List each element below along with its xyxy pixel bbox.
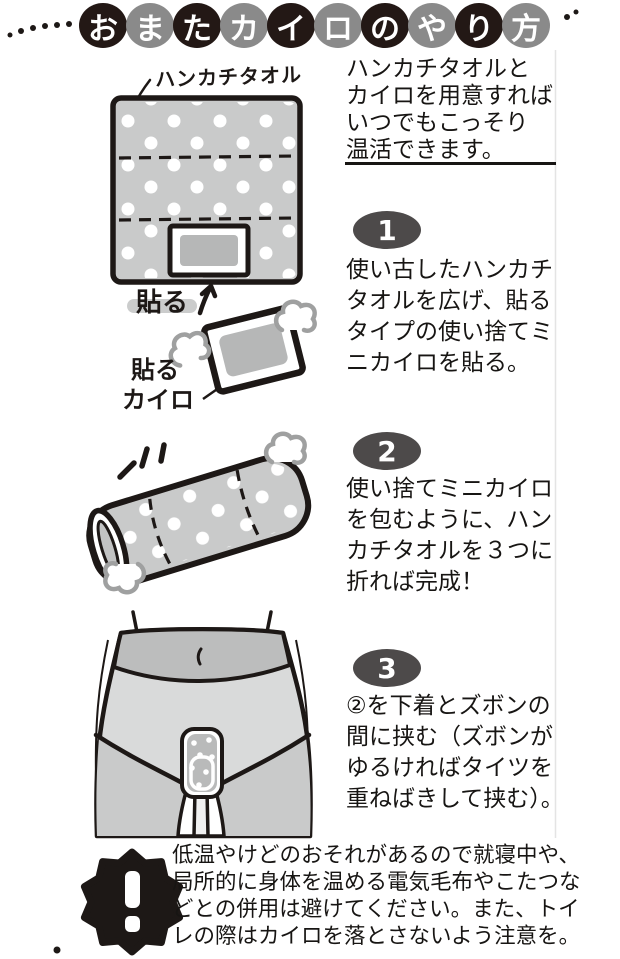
warning-text-line: 低温やけどのおそれがあるので就寝中や、 — [172, 843, 580, 868]
step-2-text: 使い捨てミニカイロ を包むように、ハン カチタオルを３つに 折れば完成！ — [346, 474, 553, 598]
title-char: イ — [267, 3, 315, 48]
title-char: 方 — [502, 3, 550, 48]
step-text-line: 間に挟む（ズボンが — [346, 724, 553, 750]
step-text-line: を包むように、ハン — [346, 507, 553, 533]
step-text-line: 使い古したハンカチ — [346, 257, 553, 283]
stick-label: 貼る — [136, 288, 189, 318]
up-arrow-icon — [197, 283, 218, 316]
steam-puff-icon — [105, 563, 144, 592]
warning-text-line: どとの併用は避けてください。また、トイ — [172, 897, 580, 922]
stick-label-highlight — [127, 299, 197, 313]
intro-line: ハンカチタオルと — [346, 56, 530, 82]
step-text-line: 重ねばきして挟む）。 — [346, 786, 564, 812]
intro-text: ハンカチタオルと カイロを用意すれば いつでもこっそり 温活できます。 — [346, 56, 553, 164]
intro-line: いつでもこっそり — [346, 110, 529, 136]
title-char: お — [79, 3, 127, 48]
steam-puff-icon — [266, 434, 305, 463]
warning-text-line: 局所的に身体を温める電気毛布やこたつな — [172, 870, 581, 895]
step-1-badge: 1 — [353, 211, 421, 249]
step-text-line: ゆるければタイツを — [346, 755, 553, 781]
step-text-line: ②を下着とズボンの — [346, 693, 551, 719]
title-char: カ — [220, 3, 268, 48]
step-text-line: タオルを広げ、貼る — [346, 288, 552, 314]
title-char: や — [408, 3, 456, 48]
exclamation-burst-icon — [80, 848, 184, 956]
intro-line: カイロを用意すれば — [346, 83, 553, 109]
title-char: の — [361, 3, 409, 48]
title-char: ロ — [314, 3, 362, 48]
steam-puff-icon — [276, 302, 315, 331]
warning-text-line: レの際はカイロを落とさないよう注意を。 — [172, 924, 581, 949]
title-char: ま — [126, 3, 174, 48]
warning-text: 低温やけどのおそれがあるので就寝中や、 局所的に身体を温める電気毛布やこたつな … — [172, 842, 581, 950]
handkerchief-towel-illustration — [110, 78, 303, 285]
intro-underline — [345, 162, 556, 165]
step-text-line: 折れば完成！ — [346, 569, 484, 595]
emphasis-marks — [117, 442, 167, 480]
title-dotted-line — [7, 9, 579, 954]
step-text-line: ニカイロを貼る。 — [346, 350, 530, 376]
stick-kairo-label-line1: 貼る — [131, 356, 179, 384]
step-3-badge: 3 — [353, 649, 421, 687]
step-3-text: ②を下着とズボンの 間に挟む（ズボンが ゆるければタイツを 重ねばきして挟む）。 — [346, 691, 564, 815]
step-1-text: 使い古したハンカチ タオルを広げ、貼る タイプの使い捨てミ ニカイロを貼る。 — [346, 255, 553, 379]
title-char: り — [455, 3, 503, 48]
step-text-line: タイプの使い捨てミ — [346, 319, 553, 345]
page-title: お ま た カ イ ロ の や り 方 — [79, 3, 550, 48]
towel-label: ハンカチタオル — [154, 62, 303, 92]
step-text-line: 使い捨てミニカイロ — [346, 476, 553, 502]
title-char: た — [173, 3, 221, 48]
step-text-line: カチタオルを３つに — [346, 538, 553, 564]
kairo-in-pants — [180, 727, 224, 799]
intro-line: 温活できます。 — [346, 137, 505, 163]
stick-kairo-label-line2: カイロ — [122, 386, 194, 414]
step-2-badge: 2 — [353, 432, 421, 470]
body-illustration — [93, 610, 313, 839]
